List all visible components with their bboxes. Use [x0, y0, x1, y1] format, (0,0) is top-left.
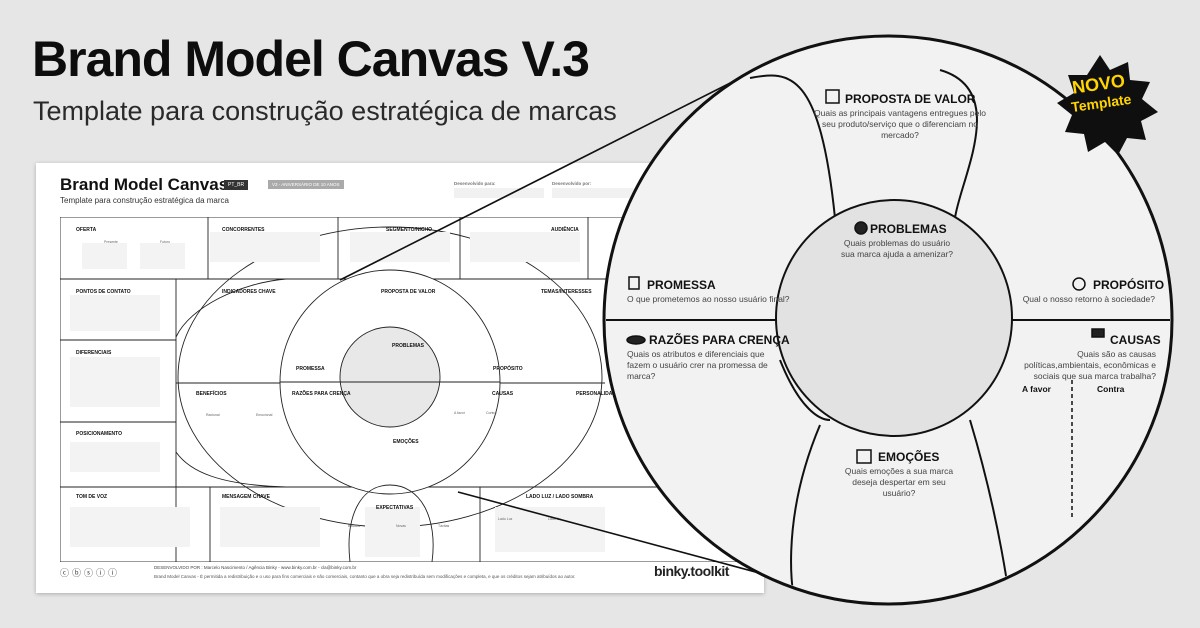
cell-pontos: PONTOS DE CONTATO — [76, 289, 131, 295]
cell-audiencia: AUDIÊNCIA — [551, 227, 579, 233]
novo-badge-shape — [1057, 55, 1158, 155]
lens-emocoes-desc: Quais emoções a sua marca deseja despert… — [844, 466, 954, 498]
col-lado-sombra: Lado Ilu — [548, 517, 561, 521]
lens-razoes-label: RAZÕES PARA CRENÇA — [649, 333, 790, 347]
cell-expectativas: EXPECTATIVAS — [376, 505, 414, 511]
cell-oferta: OFERTA — [76, 227, 97, 233]
cell-posicionamento: POSICIONAMENTO — [76, 431, 123, 437]
developed-for-field[interactable]: Desenvolvido para: — [454, 181, 544, 198]
cell-lado: LADO LUZ / LADO SOMBRA — [526, 494, 594, 500]
col-lado-luz: Lado Luz — [498, 517, 513, 521]
cell-problemas: PROBLEMAS — [392, 343, 424, 349]
cell-promessa: PROMESSA — [296, 366, 325, 372]
version-badge: V3 - ANIVERSÁRIO DE 10 ANOS — [268, 180, 344, 189]
license-icons: ⓒⓑⓢⓘⓘ — [60, 568, 121, 578]
lens-proposta-label: PROPOSTA DE VALOR — [845, 92, 976, 106]
license-text: Brand Model Canvas - É permitida a redis… — [154, 574, 576, 579]
cell-personalidade: PERSONALIDADE — [576, 391, 620, 397]
lens-problemas-label: PROBLEMAS — [870, 222, 947, 236]
lens-promessa-desc: O que prometemos ao nosso usuário final? — [627, 294, 790, 304]
lens-causas-label: CAUSAS — [1110, 333, 1161, 347]
lens-causas-desc: Quais são as causas políticas,ambientais… — [1024, 349, 1156, 381]
page-subtitle: Template para construção estratégica de … — [33, 96, 617, 126]
cell-indicadores: INDICADORES CHAVE — [222, 289, 276, 295]
cell-proposito: PROPÓSITO — [493, 366, 523, 372]
lens-problemas-desc: Quais problemas do usuário sua marca aju… — [841, 238, 953, 259]
target-icon — [1072, 277, 1086, 291]
col-emocional: Emocional — [256, 413, 273, 417]
cell-emocoes: EMOÇÕES — [393, 439, 419, 445]
cell-diferenciais: DIFERENCIAIS — [76, 350, 112, 356]
lens-afavor-label: A favor — [1022, 384, 1051, 394]
lens-proposito-label: PROPÓSITO — [1093, 278, 1165, 292]
lens-proposta-desc: Quais as principais vantagens entregues … — [814, 108, 986, 140]
col-tacitas: Tácitas — [438, 524, 450, 528]
lens-razoes-desc: Quais os atributos e diferenciais que fa… — [627, 349, 768, 381]
cell-mensagem: MENSAGEM CHAVE — [222, 494, 270, 500]
lens-proposito-desc: Qual o nosso retorno à sociedade? — [1022, 294, 1155, 304]
col-futuro: Futuro — [160, 240, 171, 244]
lens-contra-label: Contra — [1097, 384, 1125, 394]
cell-tom: TOM DE VOZ — [76, 494, 108, 500]
lens-emocoes-label: EMOÇÕES — [878, 450, 940, 464]
cell-temas: TEMAS/INTERESSES — [541, 289, 592, 295]
sheet-title: Brand Model Canvas — [60, 175, 229, 194]
col-novas: Novas — [396, 524, 406, 528]
col-basicas: Básicas — [348, 524, 361, 528]
cell-segmento: SEGMENTO/NICHO — [386, 227, 433, 233]
hat-icon — [626, 335, 646, 345]
masks-icon — [856, 449, 872, 464]
lens-promessa-label: PROMESSA — [647, 278, 716, 292]
cell-causas: CAUSAS — [492, 391, 514, 397]
col-racional: Racional — [206, 413, 220, 417]
page-title: Brand Model Canvas V.3 — [32, 31, 590, 87]
bomb-icon — [854, 221, 868, 235]
cell-concorrentes: CONCORRENTES — [222, 227, 265, 233]
col-afavor: A favor — [454, 411, 465, 415]
binky-logo: binky.toolkit — [654, 563, 729, 579]
cell-proposta: PROPOSTA DE VALOR — [381, 289, 436, 295]
hand-promise-icon — [628, 276, 640, 290]
cell-beneficios: BENEFÍCIOS — [196, 391, 227, 397]
cell-razoes: RAZÕES PARA CRENÇA — [292, 391, 351, 397]
developed-by-field[interactable]: Desenvolvido por: — [552, 181, 642, 198]
sheet-subtitle: Template para construção estratégica da … — [60, 196, 229, 205]
col-presente: Presente — [104, 240, 119, 244]
flag-icon — [1091, 328, 1105, 338]
lang-badge: PT_BR — [224, 180, 249, 190]
credit-text: DESENVOLVIDO POR : Marcelo Nascimento / … — [154, 565, 357, 570]
col-contra: Contra — [486, 411, 497, 415]
box-icon — [825, 89, 840, 104]
